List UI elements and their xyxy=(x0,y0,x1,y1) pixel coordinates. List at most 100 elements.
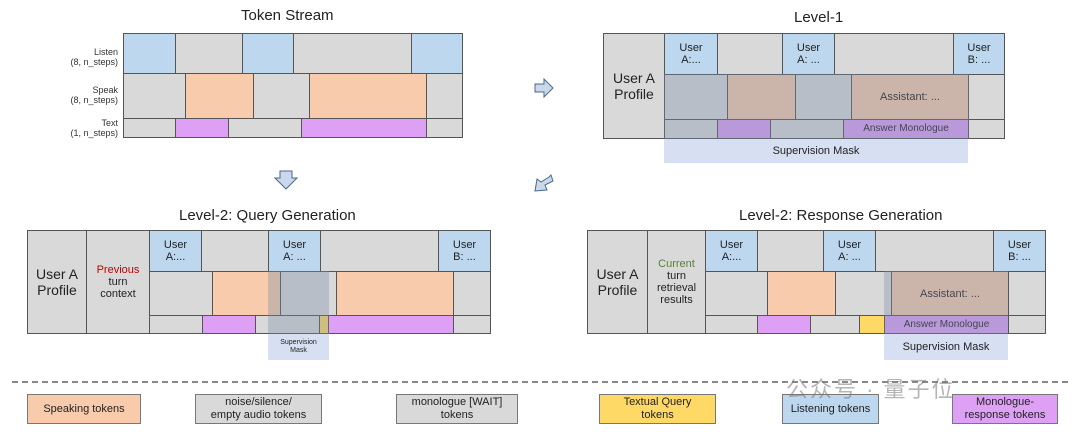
text-monologue-cell xyxy=(301,118,427,138)
supervision-mask: Supervision Mask xyxy=(268,334,329,360)
noise-cell xyxy=(280,271,337,316)
speak-cell xyxy=(185,73,254,119)
user-profile-cell: User A Profile xyxy=(587,230,648,334)
supervision-mask-label: Supervision Mask xyxy=(772,145,860,157)
noise-cell xyxy=(123,73,186,119)
noise-cell xyxy=(426,73,463,119)
user-profile-cell: User A Profile xyxy=(27,230,87,334)
assistant-cell: Assistant: ... xyxy=(851,74,969,120)
listen-cell xyxy=(242,33,294,74)
noise-cell xyxy=(757,230,824,272)
text-wait-cell xyxy=(810,315,860,334)
noise-cell xyxy=(320,230,439,272)
user-a-cell: User A:... xyxy=(705,230,758,272)
answer-monologue-label: Answer Monologue xyxy=(903,318,990,330)
noise-cell xyxy=(175,33,243,74)
text-wait-cell xyxy=(1008,315,1046,334)
user-a-label: User A:... xyxy=(163,239,188,263)
level2-response-title: Level-2: Response Generation xyxy=(739,207,943,224)
user-a-label: User A: ... xyxy=(796,42,821,66)
listen-row-label: Listen (8, n_steps) xyxy=(70,47,118,67)
user-a-label: User A:... xyxy=(679,42,703,66)
legend-speaking-tokens: Speaking tokens xyxy=(27,394,141,424)
noise-cell xyxy=(253,73,310,119)
text-wait-cell xyxy=(426,118,463,138)
user-a-cell: User A: ... xyxy=(823,230,876,272)
user-profile-label: User A Profile xyxy=(612,70,655,102)
user-profile-cell: User A Profile xyxy=(603,33,665,139)
noise-cell xyxy=(705,271,768,316)
noise-cell xyxy=(201,230,269,272)
previous-turn-context-label: Previous turn context xyxy=(87,231,149,333)
text-monologue-cell xyxy=(328,315,454,334)
user-b-label: User B: ... xyxy=(452,239,477,263)
previous-turn-context-cell: Previous turn context xyxy=(86,230,150,334)
text-monologue-cell xyxy=(757,315,811,334)
text-wait-cell xyxy=(149,315,203,334)
user-a-cell: User A:... xyxy=(149,230,202,272)
mask-overlay xyxy=(884,271,1008,334)
text-row-label: Text (1, n_steps) xyxy=(70,118,118,138)
previous-word: Previous xyxy=(96,264,140,276)
noise-cell xyxy=(149,271,213,316)
current-turn-retrieval-cell: Current turn retrieval results xyxy=(647,230,706,334)
user-b-cell: User B: ... xyxy=(993,230,1046,272)
legend-noise-tokens: noise/silence/ empty audio tokens xyxy=(195,394,322,424)
legend-monologue-response-tokens: Monologue- response tokens xyxy=(952,394,1058,424)
legend-divider xyxy=(12,381,1068,383)
turn-context-text: turn context xyxy=(100,276,136,300)
legend-textual-query-tokens: Textual Query tokens xyxy=(599,394,716,424)
arrow-right-icon xyxy=(534,78,554,98)
mask-overlay xyxy=(664,74,969,139)
assistant-label: Assistant: ... xyxy=(920,287,980,300)
legend-listening-tokens: Listening tokens xyxy=(782,394,879,424)
arrow-down-icon xyxy=(274,170,298,190)
assistant-label: Assistant: ... xyxy=(880,91,940,103)
user-a-label: User A: ... xyxy=(837,239,862,263)
level1-title: Level-1 xyxy=(794,9,844,26)
noise-cell xyxy=(1008,271,1046,316)
current-turn-retrieval-label: Current turn retrieval results xyxy=(648,231,705,333)
user-a-label: User A: ... xyxy=(282,239,307,263)
speak-cell xyxy=(767,271,836,316)
user-a-cell: User A: ... xyxy=(268,230,321,272)
text-wait-cell xyxy=(228,118,302,138)
arrow-down-left-icon xyxy=(534,174,554,192)
supervision-mask: Supervision Mask xyxy=(884,334,1008,360)
user-profile-label: User A Profile xyxy=(35,266,78,298)
noise-cell xyxy=(834,33,954,75)
supervision-mask: Supervision Mask xyxy=(664,139,968,163)
noise-cell xyxy=(453,271,491,316)
noise-cell xyxy=(664,74,728,120)
speak-row-label: Speak (8, n_steps) xyxy=(70,85,118,105)
noise-cell xyxy=(717,33,783,75)
watermark-text: 公众号 · 量子位 xyxy=(786,377,956,402)
answer-monologue-label: Answer Monologue xyxy=(863,123,949,134)
listen-cell xyxy=(411,33,463,74)
user-profile-label: User A Profile xyxy=(596,266,639,298)
text-wait-cell xyxy=(705,315,758,334)
legend-monologue-wait-tokens: monologue [WAIT] tokens xyxy=(396,394,518,424)
token-stream-title: Token Stream xyxy=(241,7,334,24)
speak-cell xyxy=(309,73,427,119)
text-wait-cell xyxy=(968,119,1005,139)
text-wait-cell xyxy=(453,315,491,334)
noise-cell xyxy=(968,74,1005,120)
supervision-mask-label: Supervision Mask xyxy=(280,339,317,354)
listen-cell xyxy=(123,33,176,74)
user-a-label: User A:... xyxy=(719,239,744,263)
noise-cell xyxy=(293,33,412,74)
current-word: Current xyxy=(658,258,695,270)
textual-query-cell xyxy=(859,315,885,334)
text-wait-cell xyxy=(123,118,176,138)
text-monologue-cell xyxy=(175,118,229,138)
text-monologue-cell xyxy=(202,315,256,334)
supervision-mask-label: Supervision Mask xyxy=(902,341,990,353)
mask-overlay xyxy=(268,271,329,334)
user-a-cell: User A: ... xyxy=(782,33,835,75)
user-b-label: User B: ... xyxy=(1007,239,1032,263)
user-b-cell: User B: ... xyxy=(438,230,491,272)
speak-cell xyxy=(336,271,454,316)
noise-cell xyxy=(875,230,994,272)
user-a-cell: User A:... xyxy=(664,33,718,75)
